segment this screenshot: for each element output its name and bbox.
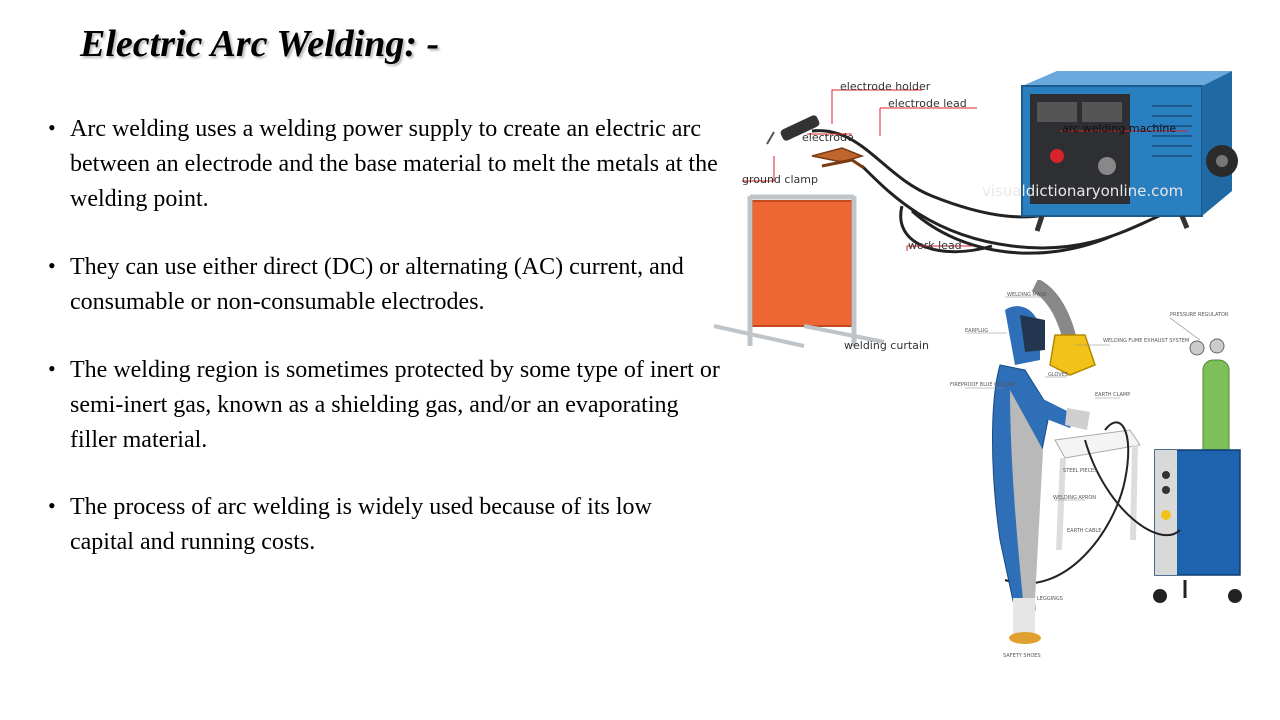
label-earth-cable: EARTH CABLE xyxy=(1067,528,1101,534)
welding-curtain-graphic xyxy=(713,194,885,348)
label-leggings: LEGGINGS xyxy=(1037,596,1063,602)
welder-figure-graphic xyxy=(992,306,1090,644)
welding-machine-graphic xyxy=(1021,71,1238,232)
bullet-list: Arc welding uses a welding power supply … xyxy=(40,110,720,560)
watermark-text: visualdictionaryonline.com xyxy=(982,182,1183,200)
label-work-lead: work lead xyxy=(908,239,962,252)
label-leaders xyxy=(742,89,1187,251)
label-gloves: GLOVES xyxy=(1048,372,1068,378)
label-steel-pieces: STEEL PIECES xyxy=(1063,468,1097,474)
label-safety-shoes: SAFETY SHOES xyxy=(1003,653,1041,659)
bullet-item: The process of arc welding is widely use… xyxy=(40,488,720,560)
label-earplug: EARPLUG xyxy=(965,328,988,334)
bullet-item: The welding region is sometimes protecte… xyxy=(40,351,720,458)
label-pressure-regulator: PRESSURE REGULATOR xyxy=(1170,312,1229,318)
arc-welding-setup-illustration: visualdictionaryonline.com electrode hol… xyxy=(713,71,1238,352)
label-arc-welding-machine: arc welding machine xyxy=(1062,122,1176,135)
slide-title: Electric Arc Welding: - xyxy=(80,23,440,65)
label-welding-apron: WELDING APRON xyxy=(1053,495,1096,501)
label-ground-clamp: ground clamp xyxy=(742,173,818,186)
label-welding-curtain: welding curtain xyxy=(844,339,929,352)
label-earth-clamp: EARTH CLAMP xyxy=(1095,392,1130,398)
welding-machine-graphic-2 xyxy=(1153,449,1242,603)
label-fume-exhaust: WELDING FUME EXHAUST SYSTEM xyxy=(1103,338,1189,344)
fume-hood-graphic xyxy=(1049,334,1096,376)
work-table-graphic xyxy=(1054,429,1141,551)
ground-clamp-graphic xyxy=(811,147,865,170)
bullet-item: They can use either direct (DC) or alter… xyxy=(40,248,720,320)
label-leaders-2 xyxy=(965,296,1201,501)
welder-safety-illustration: WELDING MASK EARPLUG FIREPROOF BLUE COLL… xyxy=(950,280,1242,659)
label-electrode-holder: electrode holder xyxy=(840,80,931,93)
label-fireproof-collar: FIREPROOF BLUE COLLAR xyxy=(950,382,1015,388)
bullet-item: Arc welding uses a welding power supply … xyxy=(40,110,720,217)
electrode-holder-graphic xyxy=(766,115,820,145)
label-electrode-lead: electrode lead xyxy=(888,97,967,110)
label-welding-mask: WELDING MASK xyxy=(1007,292,1047,298)
label-electrode: electrode xyxy=(802,131,854,144)
